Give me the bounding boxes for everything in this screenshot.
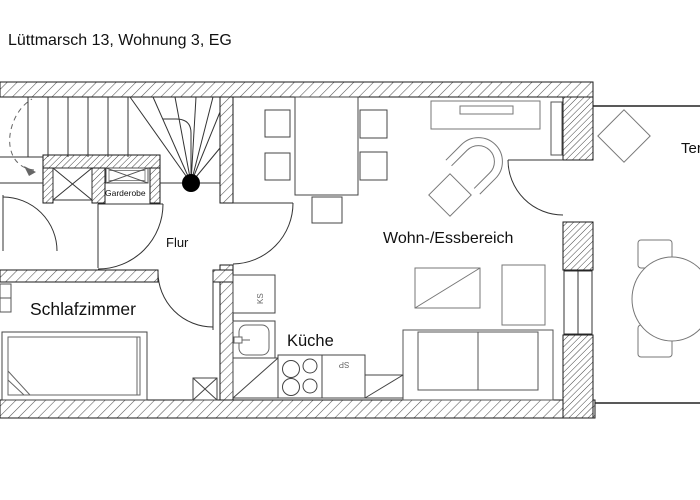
dining-chair — [359, 109, 388, 139]
radiator — [550, 101, 563, 156]
stair-center-pole — [182, 174, 200, 192]
coffee-table-diagonal — [414, 267, 481, 309]
dining-chair — [264, 152, 291, 181]
staircase — [0, 96, 221, 184]
burner — [302, 378, 318, 394]
label-bedroom: Schlafzimmer — [30, 299, 136, 319]
kitchen-units — [232, 274, 404, 399]
wall-right-upper — [562, 96, 594, 161]
wall-right-lower — [562, 334, 594, 419]
wall-right-mid — [562, 221, 594, 271]
door-terrace — [507, 159, 564, 216]
window-left — [0, 283, 12, 313]
burner — [302, 358, 318, 374]
terrace-table — [631, 256, 700, 342]
wall-top — [0, 81, 594, 98]
dishwasher-unit — [321, 354, 366, 399]
door-stair-lobby — [2, 195, 58, 252]
desk-area — [428, 100, 541, 217]
burner — [282, 360, 300, 378]
wall-interior-lower — [219, 264, 234, 401]
sink-faucet — [233, 336, 243, 344]
stair-walkline-arrow — [24, 166, 36, 176]
wall-wardrobe-top — [42, 154, 161, 169]
blanket-fold — [7, 370, 31, 396]
sofa — [402, 329, 554, 401]
dining-chair — [311, 196, 343, 224]
page-title: Lüttmarsch 13, Wohnung 3, EG — [8, 32, 232, 49]
dining-table — [294, 96, 359, 196]
wall-interior-upper — [219, 96, 234, 204]
terrace-area — [593, 105, 700, 404]
dining-chair — [359, 151, 388, 181]
stair-handrail — [163, 118, 192, 183]
label-hall: Flur — [166, 235, 189, 250]
bedroom-duct — [192, 377, 218, 401]
wall-bedroom-top — [0, 269, 159, 283]
label-living-dining: Wohn-/Essbereich — [383, 230, 513, 247]
door-hall — [97, 203, 164, 270]
bed — [1, 331, 148, 401]
wardrobe-cabinet — [105, 167, 149, 184]
label-terrace: Terrasse — [681, 140, 700, 157]
lounge-area — [402, 264, 554, 401]
stool — [428, 173, 472, 217]
office-chair — [445, 137, 503, 195]
walls — [0, 81, 596, 419]
stair-walkline — [9, 98, 35, 171]
label-wardrobe: Garderobe — [105, 188, 146, 198]
fridge-unit — [232, 274, 276, 314]
burner — [282, 378, 300, 396]
armchair — [501, 264, 546, 326]
doors — [2, 159, 564, 330]
terrace-plant-square — [597, 109, 651, 163]
door-bedroom — [157, 271, 214, 330]
label-dishwasher: SP — [339, 360, 350, 369]
dining-set — [264, 96, 388, 224]
desk-keyboard — [459, 105, 514, 115]
wall-bottom — [0, 399, 596, 419]
wall-wardrobe-mid — [91, 167, 106, 204]
wall-bedroom-top-stub — [212, 269, 234, 283]
wall-wardrobe-right — [149, 167, 161, 204]
door-living — [232, 202, 294, 265]
label-kitchen: Küche — [287, 332, 334, 350]
wall-wardrobe-left — [42, 167, 54, 204]
desk — [430, 100, 541, 130]
dining-chair — [264, 109, 291, 138]
duct-shaft — [52, 167, 93, 201]
window-right — [563, 270, 593, 335]
label-fridge: KS — [256, 293, 265, 304]
